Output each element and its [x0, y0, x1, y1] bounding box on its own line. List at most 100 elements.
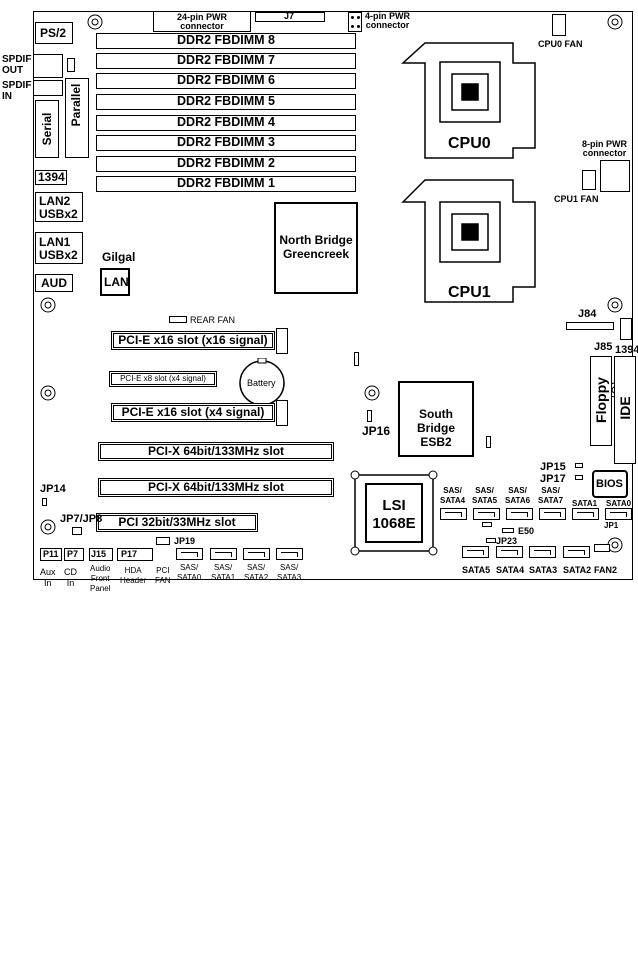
audio-front-label: Audio Front Panel — [90, 564, 111, 593]
audio-label: AUD — [41, 276, 67, 290]
floppy-label: Floppy — [593, 377, 609, 423]
jp17-jumper — [575, 475, 583, 480]
ieee1394-label: 1394 — [38, 170, 65, 184]
jp23-label: JP23 — [496, 536, 518, 546]
p17-header — [117, 548, 153, 561]
j84-connector — [566, 322, 614, 330]
cpu1-label: CPU1 — [448, 284, 491, 301]
lan-chip-label: LAN — [104, 275, 129, 289]
pci-slot: PCI 32bit/33MHz slot — [96, 513, 258, 532]
serial-port — [35, 100, 59, 158]
jp15-label: JP15 — [540, 461, 566, 473]
sata5-label: SATA5 — [462, 565, 491, 575]
e50-jumper — [482, 522, 492, 527]
fan2-label: FAN2 — [594, 565, 618, 575]
sas-sata4-label: SAS/ SATA4 — [440, 486, 466, 505]
sata3-port — [529, 546, 556, 558]
sata1-label: SATA1 — [572, 499, 598, 508]
sata0-port — [605, 508, 632, 520]
dimm-slot-3: DDR2 FBDIMM 3 — [96, 135, 356, 151]
aux-in-label: Aux In — [40, 567, 56, 588]
pcie-x8-slot: PCI-E x8 slot (x4 signal) — [109, 371, 217, 387]
cpu0-label: CPU0 — [448, 135, 491, 152]
sas-sata2-label: SAS/ SATA2 — [244, 563, 269, 582]
jp16-label: JP16 — [362, 424, 391, 438]
dimm-slot-7: DDR2 FBDIMM 7 — [96, 53, 356, 69]
p11-header — [40, 548, 62, 561]
mounting-holes — [40, 14, 623, 553]
south-bridge-chip — [398, 381, 474, 457]
parallel-label: Parallel — [69, 83, 83, 127]
rear-fan-label: REAR FAN — [190, 315, 236, 325]
dimm-slot-2: DDR2 FBDIMM 2 — [96, 156, 356, 172]
lsi-chip-outline — [350, 470, 438, 556]
dimm-slot-6: DDR2 FBDIMM 6 — [96, 73, 356, 89]
bios-label: BIOS — [596, 478, 623, 490]
jp14-jumper — [42, 498, 47, 506]
cpu1-socket — [401, 179, 536, 303]
sata4-label: SATA4 — [496, 565, 525, 575]
cpu0-socket — [401, 42, 536, 159]
pwr4-label: 4-pin PWR connector — [365, 11, 410, 30]
p7-header — [64, 548, 84, 561]
pcie-x16-slot-2: PCI-E x16 slot (x4 signal) — [111, 403, 275, 422]
hda-header-label: HDA Header — [120, 566, 147, 585]
mounting-hole — [40, 14, 623, 553]
cpu0-fan-header — [552, 14, 566, 36]
spdif-in-label: SPDIF IN — [2, 80, 32, 102]
sas-sata0-port — [176, 548, 203, 560]
pwr24-label: 24-pin PWR connector — [176, 12, 227, 31]
pcie2-latch — [276, 400, 288, 426]
spdif-out-port — [33, 54, 63, 78]
j15-header — [89, 548, 113, 561]
gigal-label: Gilgal — [102, 250, 136, 264]
h1394-label: 1394 — [615, 344, 638, 356]
e50-label: E50 — [518, 526, 535, 536]
p17-label: P17 — [121, 549, 138, 559]
pwr8-label: 8-pin PWR connector — [582, 139, 627, 158]
sata5-port — [462, 546, 489, 558]
lan2-usb-label: LAN2 USBx2 — [39, 194, 78, 221]
jp23-jumper — [486, 538, 496, 543]
ps2-label: PS/2 — [40, 26, 67, 40]
sata2-port — [563, 546, 590, 558]
parallel-port — [65, 78, 89, 158]
jp15-jumper — [575, 463, 583, 468]
jp7-jp8-label: JP7/JP8 — [60, 513, 103, 525]
pcix-slot-2: PCI-X 64bit/133MHz slot — [98, 478, 334, 497]
cpu-sockets — [401, 42, 536, 303]
j84-label: J84 — [578, 308, 597, 320]
lsi-label: LSI 1068E — [372, 497, 416, 532]
pci-fan-label: PCI FAN — [155, 566, 171, 585]
lan1-usb-label: LAN1 USBx2 — [39, 235, 78, 262]
cpu0-fan-label: CPU0 FAN — [538, 39, 583, 49]
lan-chip — [100, 268, 130, 296]
ps2-port — [35, 22, 73, 44]
jp16-pins — [367, 410, 372, 422]
sas-sata3-label: SAS/ SATA3 — [277, 563, 302, 582]
sas-sata5-label: SAS/ SATA5 — [472, 486, 498, 505]
jp14-label: JP14 — [40, 483, 66, 495]
cpu1-fan-header — [582, 170, 596, 190]
jp1-label: JP1 — [604, 521, 619, 530]
dimm-slot-1: DDR2 FBDIMM 1 — [96, 176, 356, 192]
pcie-x16-slot-1: PCI-E x16 slot (x16 signal) — [111, 331, 275, 350]
j85-label: J85 — [594, 341, 613, 353]
spdif-out-label: SPDIF OUT — [2, 54, 32, 76]
p7-label: P7 — [67, 549, 79, 559]
j15-label: J15 — [91, 549, 107, 559]
cpu1-fan-label: CPU1 FAN — [554, 194, 599, 204]
rear-fan-header — [169, 316, 187, 323]
pwr8-connector — [600, 160, 630, 192]
pwr24-connector — [153, 11, 251, 32]
sata4-port — [496, 546, 523, 558]
north-bridge-chip — [274, 202, 358, 294]
spdif-in-port — [33, 80, 63, 96]
j7-connector — [255, 12, 325, 22]
sas-sata4-port — [440, 508, 467, 520]
sas-sata7-port — [539, 508, 566, 520]
lan1-usb-port — [35, 232, 83, 264]
pwr4-connector — [348, 12, 362, 32]
jp19-label: JP19 — [174, 536, 196, 546]
sas-sata1-port — [210, 548, 237, 560]
